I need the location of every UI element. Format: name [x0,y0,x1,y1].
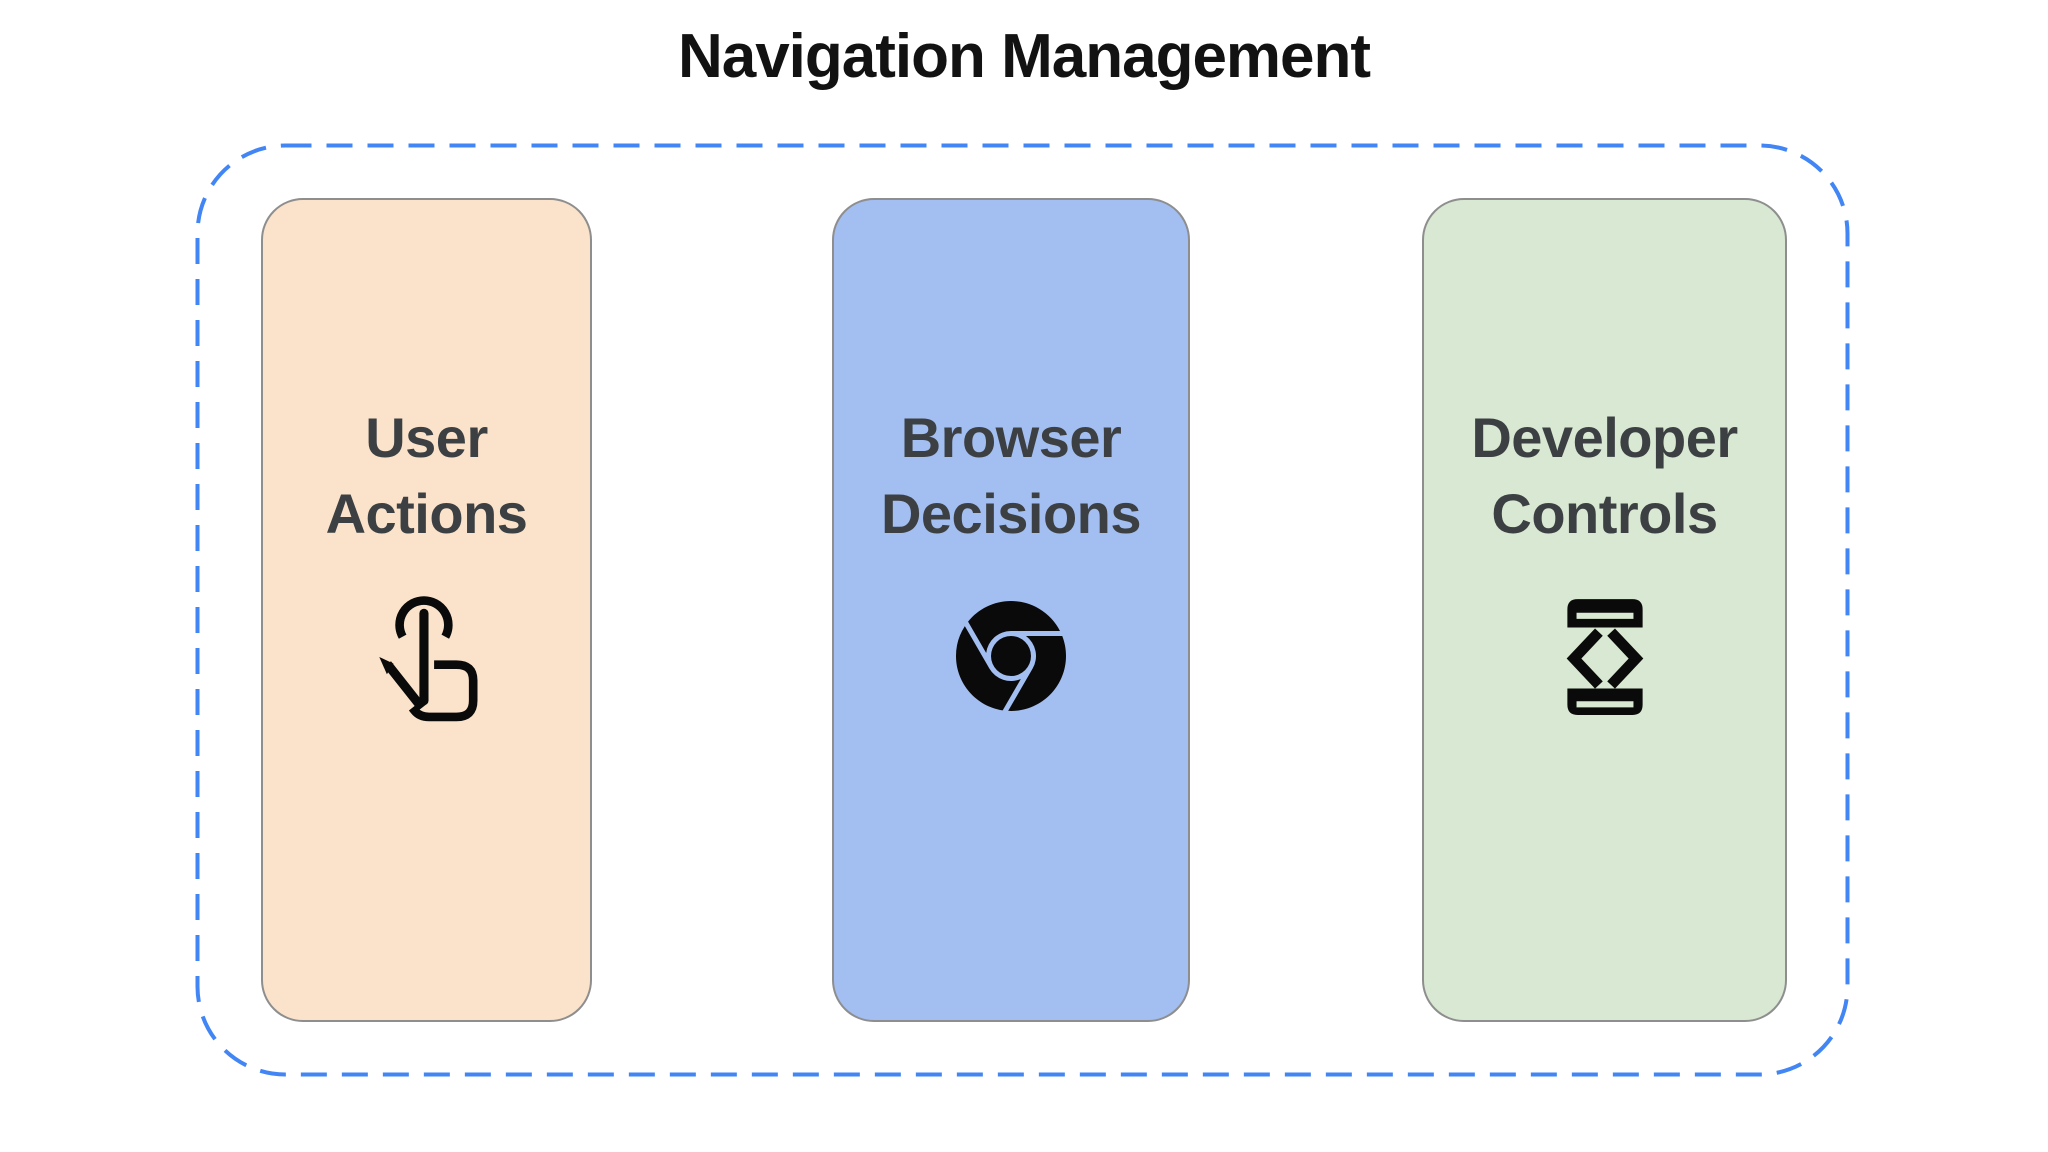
card-label-line: Controls [1491,482,1718,545]
card-label-line: Decisions [880,482,1142,545]
chrome-browser-icon [834,588,1188,724]
developer-mode-icon [1424,588,1785,724]
dashed-border [195,143,1850,1077]
card-user-actions: User Actions [261,198,592,1022]
card-browser-decisions: Browser Decisions [832,198,1190,1022]
card-label-line: Browser [900,406,1122,469]
card-label-line: User [365,406,488,469]
card-label: Developer Controls [1471,400,1738,552]
card-developer-controls: Developer Controls [1422,198,1787,1022]
card-label-line: Actions [325,482,528,545]
page-title: Navigation Management [677,22,1371,91]
card-label-line: Developer [1471,406,1738,469]
card-label: Browser Decisions [880,400,1142,552]
card-label: User Actions [326,400,528,552]
diagram-boundary: User Actions Browser [195,143,1850,1077]
touch-gesture-icon [263,588,590,724]
